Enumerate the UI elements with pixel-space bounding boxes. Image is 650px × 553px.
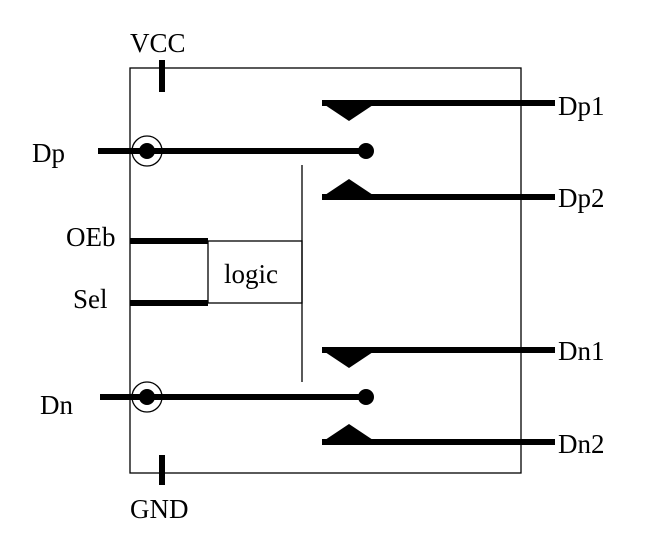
dn2-label: Dn2 xyxy=(558,429,605,459)
vcc-label: VCC xyxy=(130,28,186,58)
chip-outline xyxy=(129,67,522,474)
logic-block xyxy=(207,240,303,304)
logic-label: logic xyxy=(224,259,278,289)
gnd-label: GND xyxy=(130,494,189,524)
dp1-label: Dp1 xyxy=(558,91,605,121)
dn-switch-pivot xyxy=(358,389,374,405)
dp-label: Dp xyxy=(32,138,65,168)
dn-label: Dn xyxy=(40,390,73,420)
dn1-contact xyxy=(322,350,376,368)
dn2-contact xyxy=(322,424,376,442)
dp-switch-pivot xyxy=(358,143,374,159)
dn1-label: Dn1 xyxy=(558,336,605,366)
dp2-label: Dp2 xyxy=(558,183,605,213)
oeb-label: OEb xyxy=(66,222,116,252)
dp2-contact xyxy=(322,179,376,197)
dp1-contact xyxy=(322,103,376,121)
sel-label: Sel xyxy=(73,284,108,314)
